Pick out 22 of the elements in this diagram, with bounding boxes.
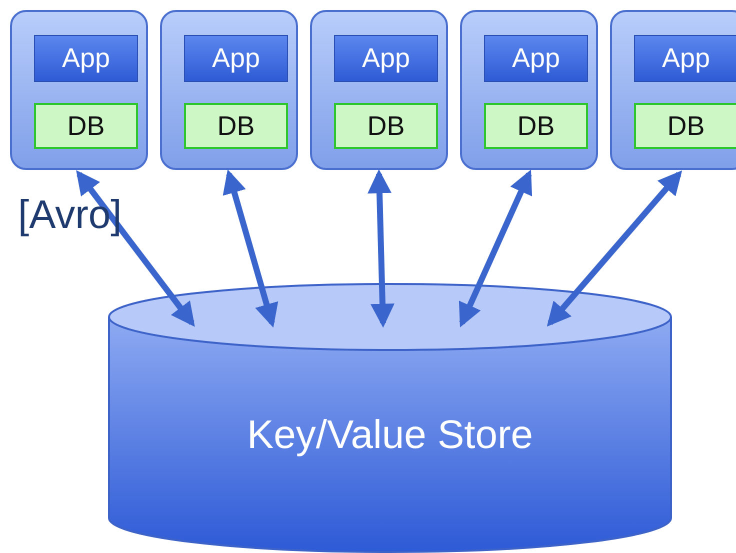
server-box — [160, 10, 298, 170]
double-arrow — [546, 170, 682, 327]
server-box — [310, 10, 448, 170]
double-arrow — [76, 170, 195, 327]
store-label: Key/Value Store — [246, 413, 534, 458]
server-box — [10, 10, 148, 170]
storage-cylinder — [108, 283, 672, 553]
double-arrow — [368, 169, 394, 328]
double-arrow — [222, 169, 278, 328]
app-box: App — [34, 35, 138, 82]
database-box: DB — [184, 103, 288, 149]
app-box: App — [184, 35, 288, 82]
database-box: DB — [334, 103, 438, 149]
database-box: DB — [484, 103, 588, 149]
app-box: App — [634, 35, 736, 82]
app-box: App — [334, 35, 438, 82]
app-box: App — [484, 35, 588, 82]
double-arrow — [458, 170, 532, 328]
server-box — [460, 10, 598, 170]
database-box: DB — [34, 103, 138, 149]
database-box: DB — [634, 103, 736, 149]
server-box — [610, 10, 736, 170]
